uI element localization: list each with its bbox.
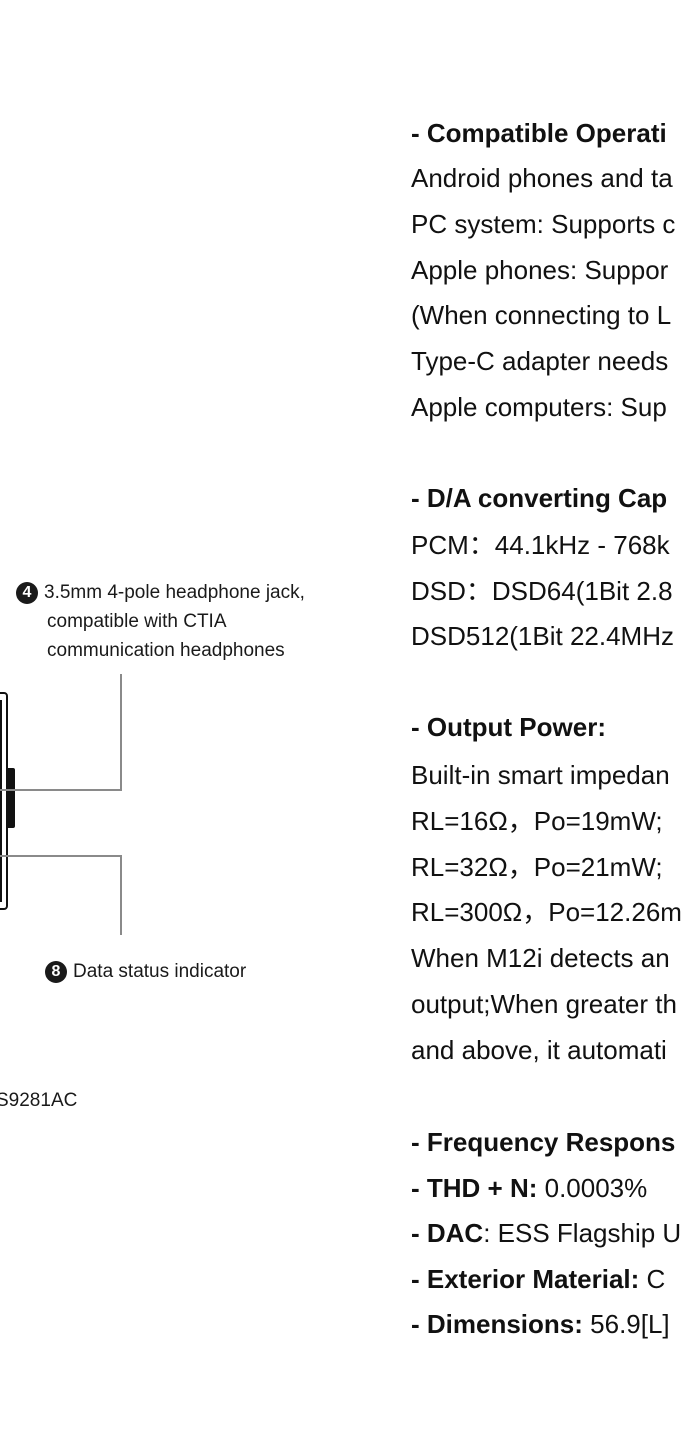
spec-line: DSD512(1Bit 22.4MHz (411, 621, 674, 651)
spec-line: When M12i detects an (411, 943, 670, 973)
spec-line: and above, it automati (411, 1035, 667, 1065)
spec-line: Apple phones: Suppor (411, 255, 669, 285)
callout-text: 3.5mm 4-pole headphone jack, (44, 582, 305, 603)
spec-line: RL=300Ω，Po=12.26m (411, 897, 682, 927)
leader-line-jack-vertical (120, 674, 122, 791)
spec-line: RL=16Ω，Po=19mW; (411, 806, 663, 836)
callout-text: Data status indicator (73, 961, 247, 982)
spec-line: (When connecting to L (411, 300, 672, 330)
number-badge-icon: 8 (45, 961, 67, 983)
spec-value: : ESS Flagship U (483, 1218, 682, 1248)
spec-label: - Frequency Respons (411, 1127, 676, 1157)
spec-line: Built-in smart impedan (411, 760, 670, 790)
product-diagram: 4 3.5mm 4-pole headphone jack, compatible… (0, 578, 305, 1111)
section-heading-output-power: - Output Power: (411, 712, 606, 742)
chip-model-label: S9281AC (0, 1090, 78, 1111)
spec-line: PCM：44.1kHz - 768k (411, 530, 670, 560)
callout-data-indicator: 8 Data status indicator (45, 957, 246, 986)
spec-line: Android phones and ta (411, 163, 673, 193)
spec-value: C (639, 1264, 666, 1294)
callout-line: compatible with CTIA (47, 611, 227, 632)
callout-line: communication headphones (47, 640, 285, 661)
spec-line: Apple computers: Sup (411, 392, 667, 422)
spec-label: - Exterior Material: (411, 1264, 640, 1294)
spec-line: Type-C adapter needs (411, 346, 669, 376)
spec-line: PC system: Supports c (411, 209, 676, 239)
callout-headphone-jack: 4 3.5mm 4-pole headphone jack, compatible… (16, 578, 305, 665)
spec-line: RL=32Ω，Po=21mW; (411, 852, 663, 882)
spec-exterior-material: - Exterior Material: C (411, 1263, 665, 1295)
spec-label: - Dimensions: (411, 1309, 583, 1339)
spec-frequency-response: - Frequency Respons (411, 1126, 675, 1158)
leader-line-jack-horizontal (0, 789, 122, 791)
leader-line-indicator-vertical (120, 855, 122, 935)
spec-value: 0.0003% (537, 1173, 648, 1203)
number-badge-icon: 4 (16, 582, 38, 604)
spec-dimensions: - Dimensions: 56.9[L] (411, 1308, 670, 1340)
spec-value: 56.9[L] (582, 1309, 670, 1339)
spec-line: DSD：DSD64(1Bit 2.8 (411, 576, 673, 606)
section-heading-da-converting: - D/A converting Cap (411, 483, 668, 513)
device-inner-edge (0, 700, 2, 902)
spec-thd-n: - THD + N: 0.0003% (411, 1172, 647, 1204)
spec-label: - THD + N: (411, 1173, 538, 1203)
spec-line: output;When greater th (411, 989, 677, 1019)
leader-line-indicator-horizontal (0, 855, 122, 857)
section-heading-compatible-os: - Compatible Operati (411, 118, 667, 148)
device-outline (0, 692, 8, 910)
spec-label: - DAC (411, 1218, 484, 1248)
spec-dac: - DAC: ESS Flagship U (411, 1217, 681, 1249)
callout-line: 4 3.5mm 4-pole headphone jack, (16, 578, 305, 607)
device-side-button (8, 768, 15, 828)
